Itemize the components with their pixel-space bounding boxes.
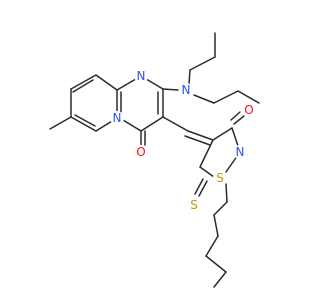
atom-label-n: N: [137, 69, 146, 83]
atom-label-bg: [213, 171, 227, 185]
atom-label-bg: [242, 103, 256, 117]
atom-label-s: S: [190, 198, 198, 212]
atom-label-bg: [110, 111, 124, 125]
bond-lines: [49, 32, 260, 288]
atom-label-bg: [187, 198, 201, 212]
atom-label-bg: [134, 69, 148, 83]
atom-label-bg: [179, 83, 193, 97]
atom-label-n: N: [236, 145, 245, 159]
atom-label-n: N: [113, 111, 122, 125]
atom-label-o: O: [244, 103, 253, 117]
atom-label-o: O: [136, 145, 145, 159]
atom-label-bg: [233, 145, 247, 159]
atom-label-bg: [134, 145, 148, 159]
atom-label-s: S: [216, 171, 224, 185]
atom-label-n: N: [182, 83, 191, 97]
